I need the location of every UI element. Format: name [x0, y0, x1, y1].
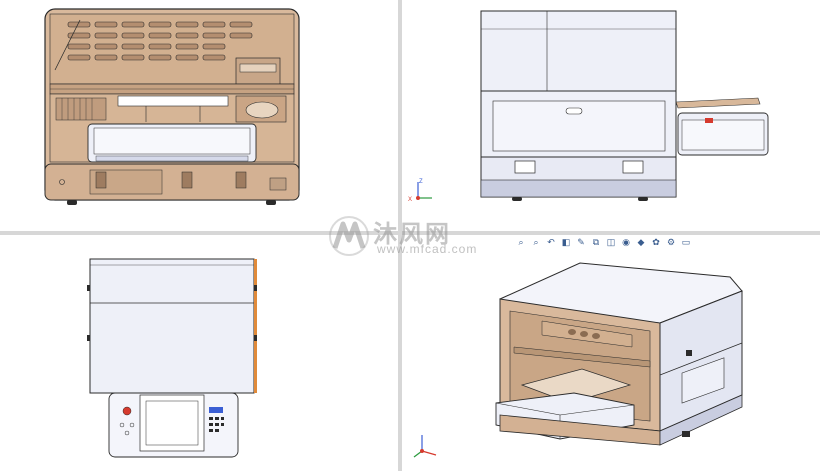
iso-viewport[interactable]: [402, 235, 820, 471]
view-orientation-icon[interactable]: ⧉: [592, 236, 600, 247]
triad-z-label: Z: [419, 179, 423, 185]
watermark-logo-icon: [329, 216, 369, 256]
viewport-divider-horizontal[interactable]: [0, 231, 820, 235]
apply-scene-icon[interactable]: ✿: [652, 236, 660, 247]
zoom-to-fit-icon[interactable]: ⌕: [518, 236, 524, 247]
front-view-drawing: [44, 8, 300, 205]
zoom-area-icon[interactable]: ⌕: [533, 236, 539, 247]
monitor-icon[interactable]: ▭: [681, 236, 691, 247]
front-viewport[interactable]: [0, 0, 398, 231]
previous-view-icon[interactable]: ↶: [547, 236, 555, 247]
watermark: 沐风网 www.mfcad.com: [325, 212, 500, 260]
side-coordinate-triad: Z X: [402, 176, 436, 206]
iso-view-drawing: [495, 262, 743, 446]
watermark-title: 沐风网: [373, 220, 451, 248]
triad-x-label: X: [408, 197, 412, 203]
display-style-icon[interactable]: ◫: [606, 236, 616, 247]
top-view-drawing: [87, 258, 257, 458]
view-settings-icon[interactable]: ⚙: [666, 236, 676, 247]
watermark-url: www.mfcad.com: [377, 242, 478, 256]
heads-up-view-toolbar: ⌕ ⌕ ↶ ◧ ✎ ⧉ ◫ ◉ ◆ ✿ ⚙ ▭: [515, 236, 692, 248]
iso-coordinate-triad: [410, 431, 444, 461]
viewport-divider-vertical[interactable]: [398, 0, 402, 471]
side-view-drawing: [480, 10, 769, 201]
top-viewport[interactable]: [0, 235, 398, 471]
section-view-icon[interactable]: ◧: [561, 236, 571, 247]
dynamic-annotation-icon[interactable]: ✎: [577, 236, 585, 247]
hide-show-icon[interactable]: ◉: [622, 236, 630, 247]
side-viewport[interactable]: Z X: [402, 0, 820, 231]
edit-appearance-icon[interactable]: ◆: [637, 236, 645, 247]
